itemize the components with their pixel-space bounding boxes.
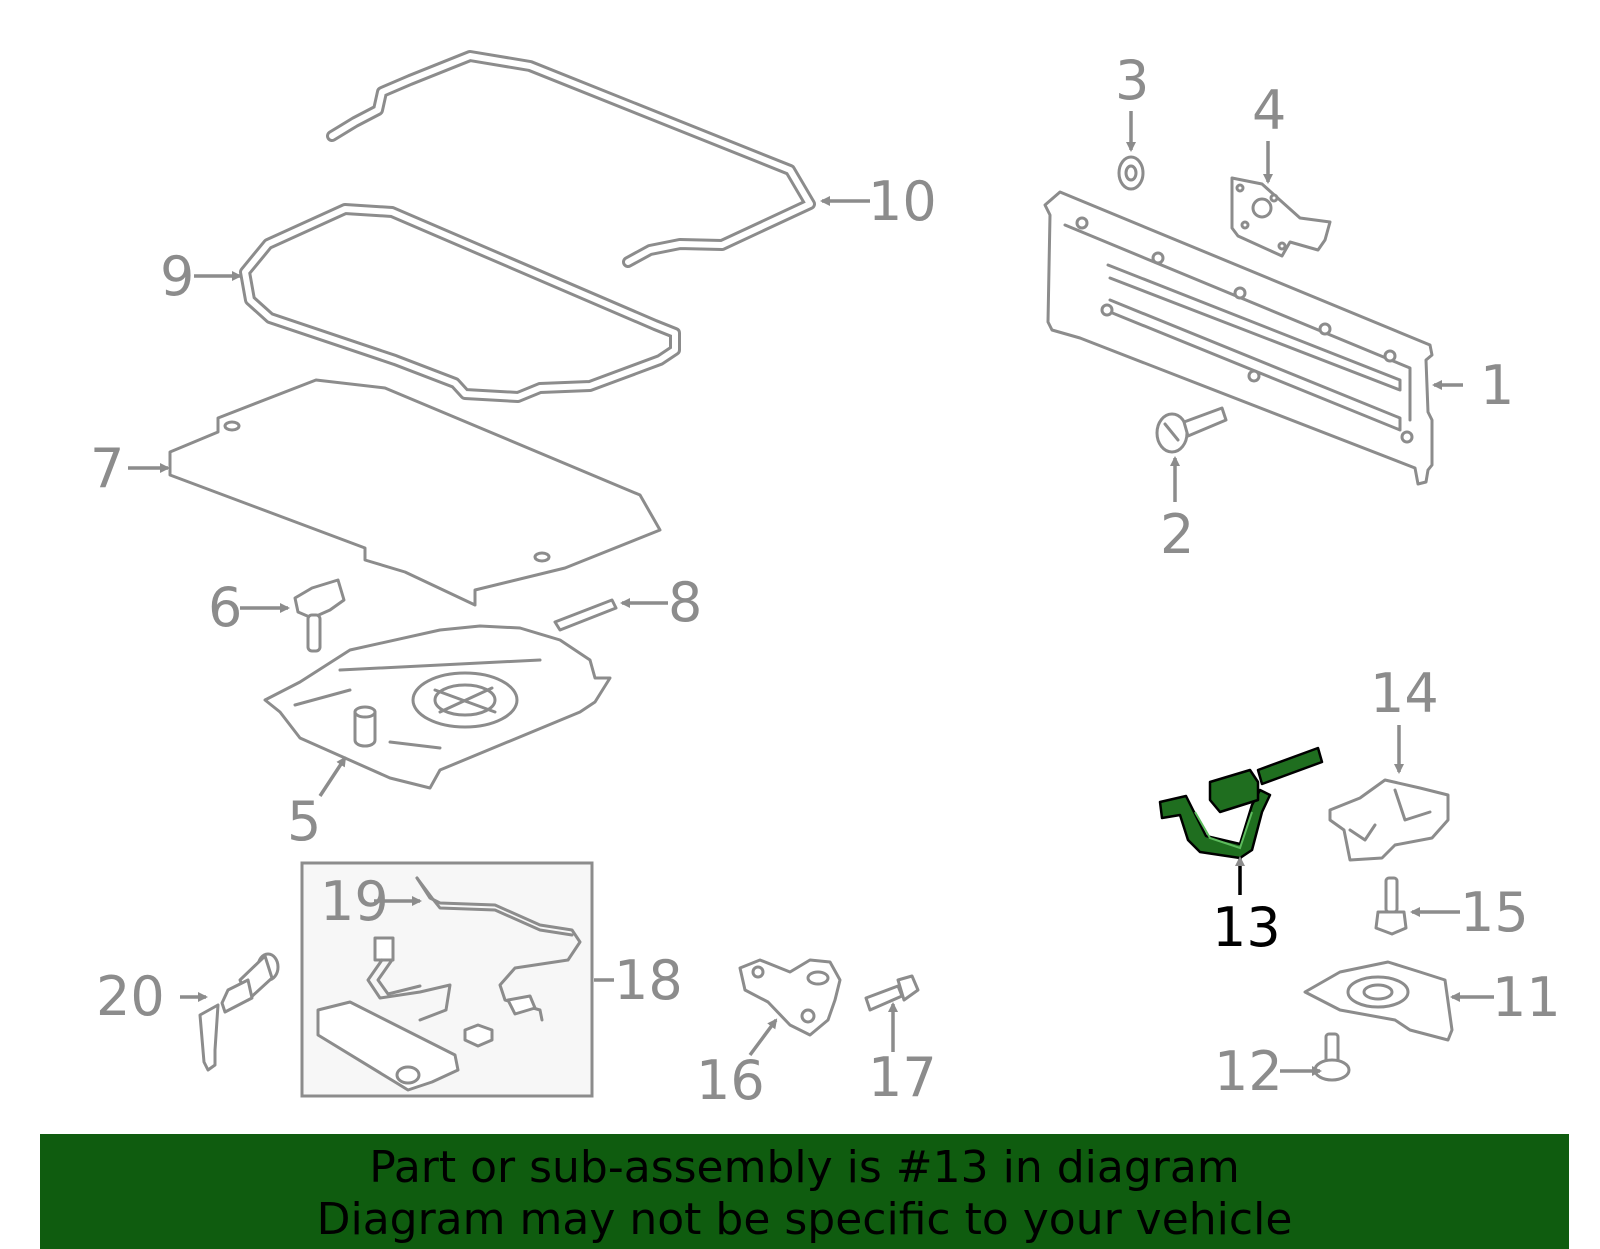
callout-1: 1: [1480, 354, 1514, 417]
callout-12: 12: [1214, 1040, 1283, 1103]
callout-19: 19: [320, 870, 389, 933]
callout-20: 20: [96, 965, 165, 1028]
callout-5: 5: [287, 790, 321, 853]
part-14-bracket[interactable]: [1328, 778, 1450, 862]
banner-line-2: Diagram may not be specific to your vehi…: [316, 1194, 1293, 1245]
part-7-floor-board[interactable]: [168, 378, 662, 607]
callout-14: 14: [1370, 662, 1439, 725]
part-8-pin[interactable]: [553, 598, 618, 632]
part-1-panel[interactable]: [1043, 190, 1434, 486]
part-10-seal[interactable]: [326, 50, 816, 268]
part-18-assembly-box[interactable]: [300, 861, 594, 1098]
callout-2: 2: [1160, 503, 1194, 566]
part-2-screw[interactable]: [1155, 406, 1228, 454]
part-15-bolt[interactable]: [1374, 876, 1408, 936]
part-9-seal[interactable]: [239, 203, 681, 403]
callout-13: 13: [1212, 896, 1281, 959]
part-13-harness[interactable]: [1158, 746, 1324, 860]
callout-17: 17: [868, 1046, 937, 1109]
callout-11: 11: [1492, 966, 1561, 1029]
part-6-clip[interactable]: [293, 578, 346, 653]
part-3-grommet[interactable]: [1117, 155, 1145, 191]
banner-line-1: Part or sub-assembly is #13 in diagram: [369, 1142, 1240, 1193]
callout-labels: 1 2 3 4 5 6 7 8 9 10 11 12 13 14 15 16 1…: [90, 49, 1561, 1112]
part-20-lock[interactable]: [198, 952, 280, 1072]
part-16-hinge[interactable]: [738, 958, 842, 1037]
callout-7: 7: [90, 437, 124, 500]
callout-15: 15: [1460, 881, 1529, 944]
callout-8: 8: [668, 571, 702, 634]
info-banner: Part or sub-assembly is #13 in diagram D…: [40, 1134, 1569, 1249]
part-5-tray[interactable]: [263, 624, 612, 790]
callout-16: 16: [696, 1049, 765, 1112]
callout-10: 10: [868, 170, 937, 233]
callout-18: 18: [614, 949, 683, 1012]
part-11-plate[interactable]: [1303, 960, 1454, 1042]
callout-6: 6: [208, 576, 242, 639]
callout-4: 4: [1252, 79, 1286, 142]
part-4-bracket[interactable]: [1230, 176, 1332, 258]
callout-3: 3: [1115, 49, 1149, 112]
callout-arrows: [128, 111, 1494, 1076]
callout-9: 9: [160, 245, 194, 308]
part-12-bolt[interactable]: [1313, 1032, 1351, 1082]
part-17-bolt[interactable]: [864, 974, 920, 1012]
